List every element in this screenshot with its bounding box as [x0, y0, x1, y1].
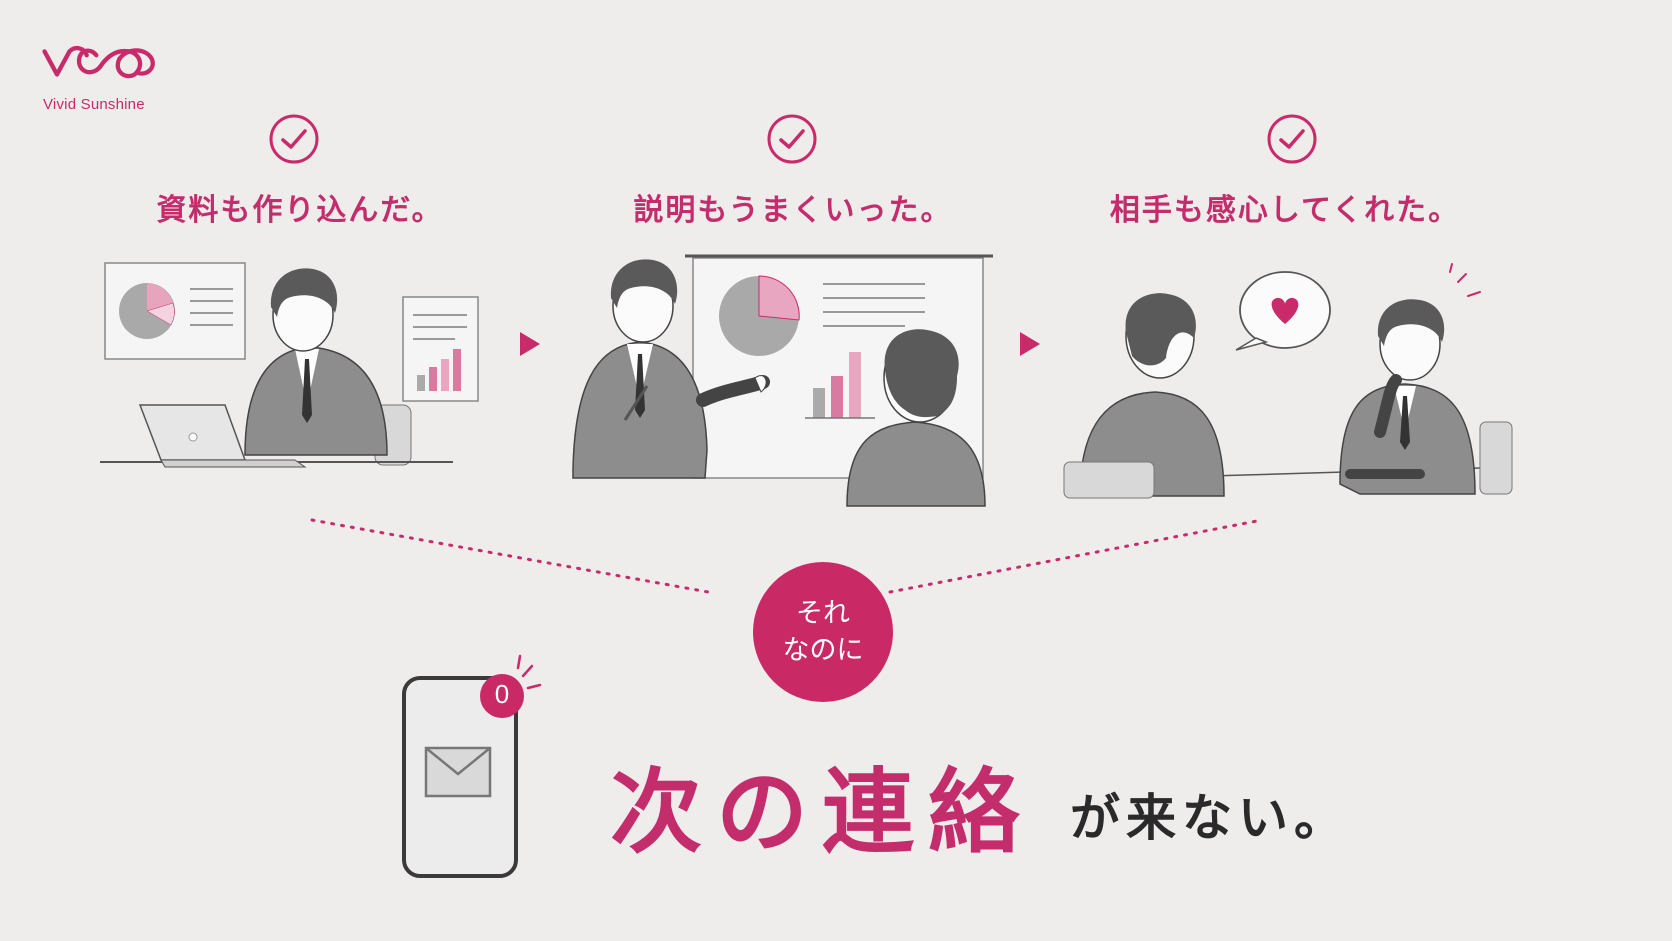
notification-count: 0 [494, 679, 510, 709]
scene-client-impressed [1063, 263, 1513, 499]
scene-man-at-laptop [100, 262, 479, 468]
connector-dotted-lines [310, 518, 1264, 594]
brand-logo [42, 45, 155, 79]
mail-icon [424, 746, 492, 798]
check-circle-icon [1267, 114, 1317, 164]
arrow-right-icon [520, 332, 540, 356]
step-1-title: 資料も作り込んだ。 [156, 193, 444, 228]
scene-presentation [572, 254, 993, 507]
headline-sub: が来ない。 [1070, 788, 1350, 847]
check-circle-icon [269, 114, 319, 164]
soreno-ni-badge: それ なのに [753, 562, 893, 702]
check-circle-icon [767, 114, 817, 164]
arrow-right-icon [1020, 332, 1040, 356]
badge-line-2: なのに [782, 635, 864, 666]
headline-main: 次の連絡 [610, 758, 1035, 866]
step-2-title: 説明もうまくいった。 [633, 193, 953, 228]
brand-name: Vivid Sunshine [43, 96, 145, 113]
badge-line-1: それ [796, 598, 850, 629]
smartphone-illustration [402, 654, 542, 878]
step-3-title: 相手も感心してくれた。 [1109, 193, 1461, 228]
